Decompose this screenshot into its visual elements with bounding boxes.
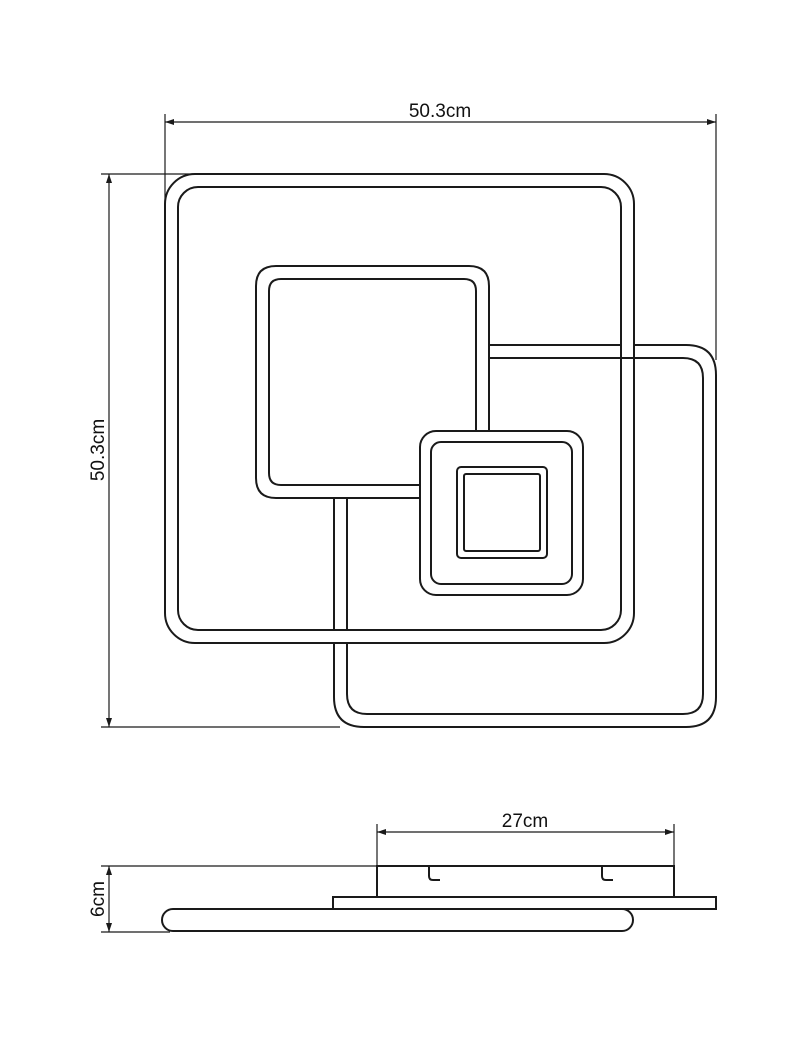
left-height-dimension: 50.3cm [88, 173, 340, 728]
large-square-frame [164, 173, 635, 644]
side-height-dimension: 6cm [88, 865, 377, 933]
side-view: 27cm 6cm [88, 811, 717, 933]
top-width-dimension: 50.3cm [164, 101, 717, 360]
light-ring-profile [161, 908, 634, 932]
base-width-label: 27cm [502, 811, 548, 832]
inner-square [456, 466, 548, 559]
top-view: 50.3cm 50.3cm [88, 101, 717, 728]
top-plate [332, 896, 717, 910]
small-square-frame [419, 430, 584, 596]
side-height-label: 6cm [88, 881, 109, 917]
top-width-label: 50.3cm [409, 101, 471, 122]
mounting-base [376, 865, 675, 898]
base-width-dimension: 27cm [376, 811, 675, 866]
lower-right-square-frame [333, 344, 717, 728]
upper-square-frame [255, 265, 490, 499]
left-height-label: 50.3cm [88, 419, 109, 481]
